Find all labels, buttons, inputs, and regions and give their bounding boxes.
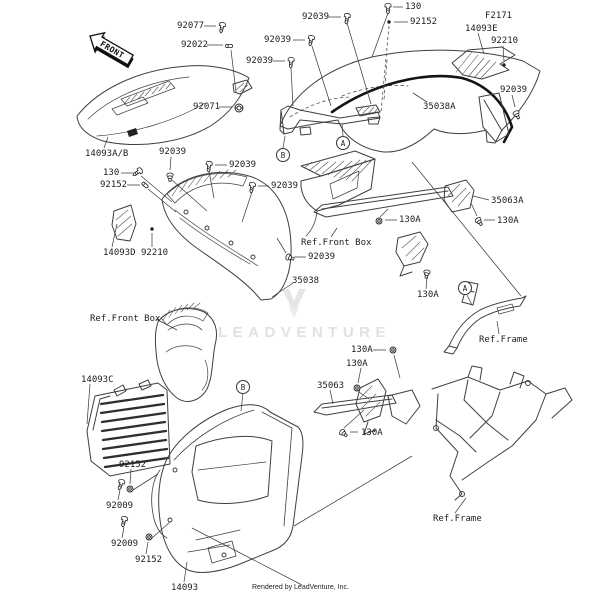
- part-label-92039: 92039: [264, 35, 292, 45]
- part-label-92039: 92039: [159, 147, 187, 157]
- part-label-14093d: 14093D: [103, 248, 136, 258]
- part-label-92039: 92039: [500, 85, 528, 95]
- part-label-130a: 130A: [399, 215, 421, 225]
- part-label-130: 130: [103, 168, 120, 178]
- part-label-14093: 14093: [171, 583, 199, 593]
- part-label-92039: 92039: [302, 12, 330, 22]
- part-label-130a: 130A: [361, 428, 383, 438]
- ref-label-frame: Ref.Frame: [433, 514, 482, 524]
- part-label-130: 130: [405, 2, 422, 12]
- part-label-92210: 92210: [141, 248, 169, 258]
- render-credit: Rendered by LeadVenture, Inc.: [252, 584, 349, 591]
- part-label-130a: 130A: [417, 290, 439, 300]
- part-label-35038: 35038: [292, 276, 320, 286]
- part-label-92022: 92022: [181, 40, 209, 50]
- part-label-92077: 92077: [177, 21, 205, 31]
- part-label-130a: 130A: [346, 359, 368, 369]
- ref-label-front-box: Ref.Front Box: [90, 314, 161, 324]
- part-label-92210: 92210: [491, 36, 519, 46]
- part-label-92039: 92039: [246, 56, 274, 66]
- part-label-14093ab: 14093A/B: [85, 149, 129, 159]
- part-label-130a: 130A: [497, 216, 519, 226]
- part-label-35038a: 35038A: [423, 102, 456, 112]
- part-label-35063: 35063: [317, 381, 345, 391]
- part-label-92039: 92039: [271, 181, 299, 191]
- watermark-text: LEADVENTURE: [218, 324, 392, 341]
- part-label-92152: 92152: [410, 17, 438, 27]
- part-label-92039: 92039: [229, 160, 257, 170]
- ref-label-frame: Ref.Frame: [479, 335, 528, 345]
- part-label-92152: 92152: [100, 180, 128, 190]
- part-label-92009: 92009: [106, 501, 134, 511]
- part-label-92152: 92152: [119, 460, 147, 470]
- part-label-14093e: 14093E: [465, 24, 498, 34]
- part-label-92152: 92152: [135, 555, 163, 565]
- part-label-92071: 92071: [193, 102, 221, 112]
- ref-label-front-box: Ref.Front Box: [301, 238, 372, 248]
- figure-code-f2171: F2171: [485, 11, 513, 21]
- part-label-35063a: 35063A: [491, 196, 524, 206]
- part-label-14093c: 14093C: [81, 375, 114, 385]
- part-label-92009: 92009: [111, 539, 139, 549]
- part-label-92039: 92039: [308, 252, 336, 262]
- part-label-130a: 130A: [351, 345, 373, 355]
